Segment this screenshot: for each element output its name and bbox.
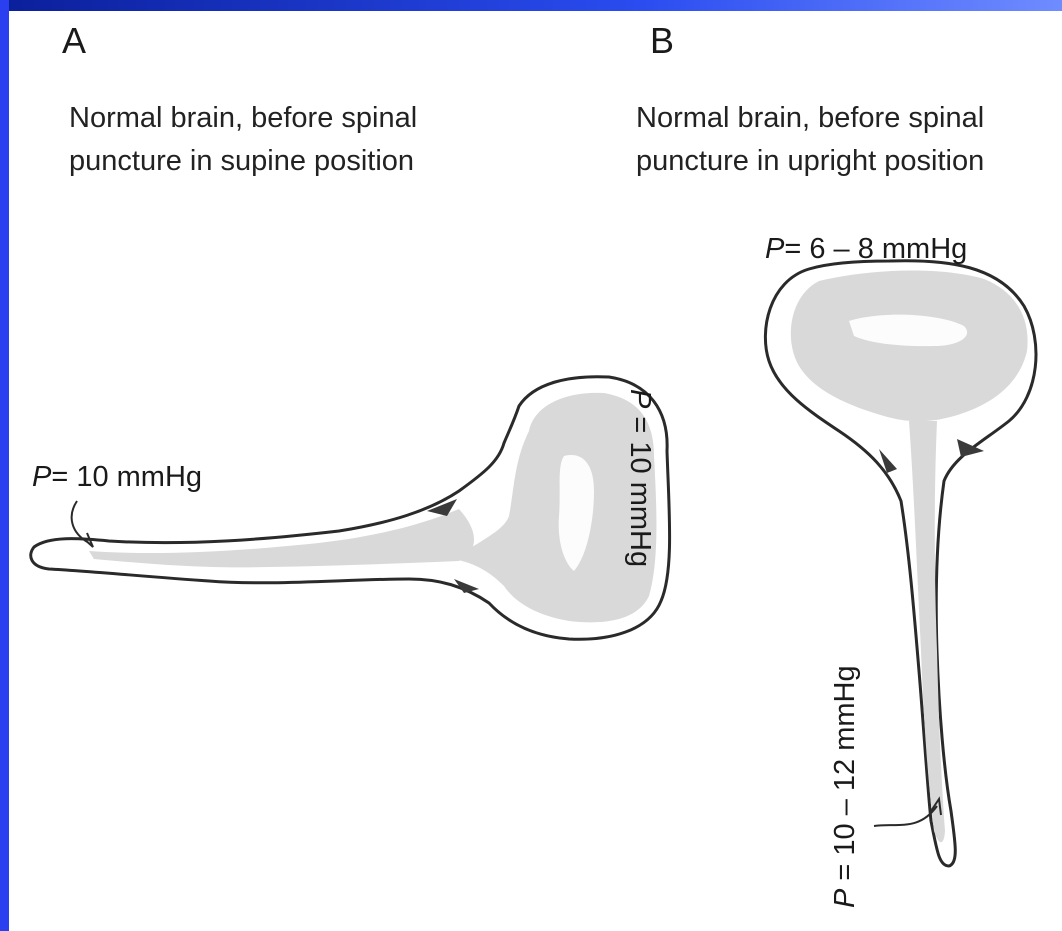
slide-top-band — [0, 0, 1062, 11]
panel-b-caption-line1: Normal brain, before spinal — [636, 97, 984, 140]
pressure-symbol: P — [765, 233, 784, 265]
pressure-value: = 6 – 8 mmHg — [784, 233, 967, 265]
panel-a-lumbar-pressure-label: P= 10 mmHg — [32, 463, 202, 492]
pressure-value: = 10 – 12 mmHg — [829, 665, 861, 888]
pressure-value: = 10 mmHg — [624, 408, 656, 567]
upright-brain-drawing — [765, 261, 1036, 866]
panel-a-cranial-pressure-label: P = 10 mmHg — [625, 389, 654, 567]
slide-left-band — [0, 0, 9, 931]
panel-a-caption-line1: Normal brain, before spinal — [69, 97, 417, 140]
pressure-symbol: P — [32, 461, 51, 493]
panel-b-letter: B — [650, 23, 674, 59]
pressure-symbol: P — [829, 889, 861, 908]
panel-a-letter: A — [62, 23, 86, 59]
panel-b-cranial-pressure-label: P= 6 – 8 mmHg — [765, 235, 967, 264]
panel-b-caption-line2: puncture in upright position — [636, 140, 984, 183]
panel-b-lumbar-pressure-label: P = 10 – 12 mmHg — [831, 665, 860, 908]
panel-a-caption-line2: puncture in supine position — [69, 140, 414, 183]
pressure-symbol: P — [624, 389, 656, 408]
pressure-value: = 10 mmHg — [51, 461, 202, 493]
figure-frame: A Normal brain, before spinal puncture i… — [9, 11, 1062, 931]
supine-brain-drawing — [31, 377, 670, 640]
